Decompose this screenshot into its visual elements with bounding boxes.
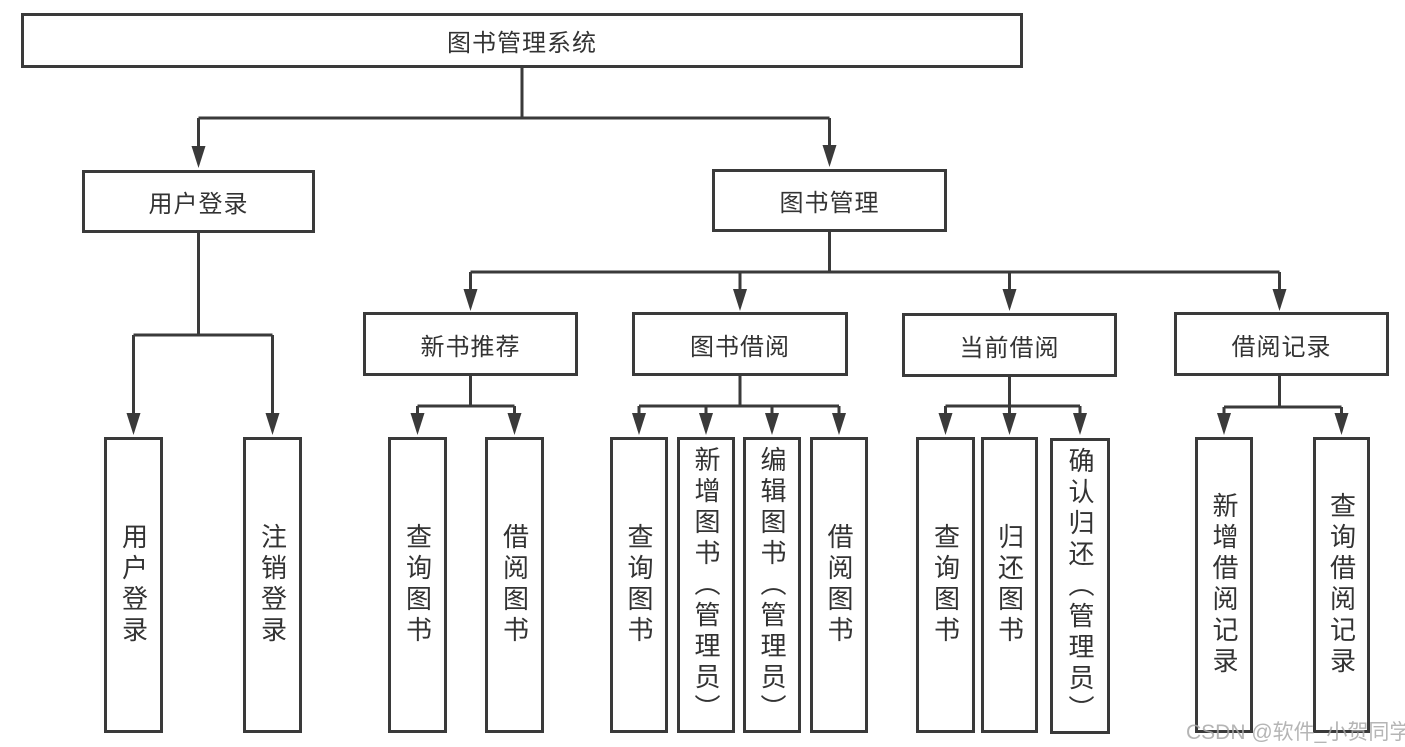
leaf-borrow-books-borrow: 借阅图书 [810, 437, 868, 733]
node-current-borrow: 当前借阅 [902, 313, 1117, 377]
arrowhead-leaf-edit-book-admin [765, 413, 779, 435]
leaf-return-book-label: 归还图书 [994, 523, 1025, 647]
leaf-query-borrow-record: 查询借阅记录 [1313, 437, 1370, 733]
connector-new-book-children [416, 376, 516, 415]
leaf-logout-label: 注销登录 [257, 523, 288, 647]
leaf-query-borrow-record-label: 查询借阅记录 [1326, 492, 1357, 678]
arrowhead-leaf-confirm-return [1073, 413, 1087, 435]
leaf-edit-book-admin-label: 编辑图书（管理员） [757, 445, 787, 725]
arrowhead-borrow-records [1272, 289, 1287, 311]
arrowhead-leaf-query-books-recommend [410, 413, 425, 435]
arrowhead-leaf-add-borrow-record [1217, 413, 1231, 435]
leaf-return-book: 归还图书 [981, 437, 1038, 733]
arrowhead-leaf-add-book-admin [699, 413, 713, 435]
arrowhead-leaf-user-login [126, 413, 141, 435]
leaf-borrow-books-recommend: 借阅图书 [485, 437, 544, 733]
connector-book-borrow-children [637, 376, 841, 415]
leaf-user-login: 用户登录 [104, 437, 163, 733]
node-user-login-label: 用户登录 [148, 191, 249, 218]
csdn-watermark: CSDN @软件_小贺同学 [1186, 721, 1405, 744]
leaf-confirm-return-admin-label: 确认归还（管理员） [1065, 446, 1095, 726]
arrowhead-leaf-logout [265, 413, 280, 435]
leaf-user-login-label: 用户登录 [118, 523, 149, 647]
leaf-query-books-current-label: 查询图书 [930, 523, 961, 647]
arrowhead-leaf-borrow-books-borrow [832, 413, 846, 435]
node-book-borrow-label: 图书借阅 [690, 333, 790, 361]
arrowhead-user-login [191, 146, 206, 168]
node-current-borrow-label: 当前借阅 [959, 334, 1060, 362]
leaf-add-borrow-record-label: 新增借阅记录 [1209, 492, 1239, 678]
leaf-add-borrow-record: 新增借阅记录 [1195, 437, 1253, 733]
leaf-query-books-recommend-label: 查询图书 [402, 523, 433, 647]
leaf-add-book-admin: 新增图书（管理员） [677, 437, 735, 733]
connector-user-login-children [132, 233, 274, 415]
arrowhead-leaf-return-book [1002, 413, 1017, 435]
node-new-book-recommend: 新书推荐 [363, 312, 578, 376]
arrowhead-leaf-query-borrow-record [1334, 413, 1349, 435]
leaf-add-book-admin-label: 新增图书（管理员） [691, 445, 721, 725]
arrowhead-leaf-borrow-books-recommend [507, 413, 522, 435]
node-borrow-records-label: 借阅记录 [1231, 333, 1332, 361]
leaf-query-books-recommend: 查询图书 [388, 437, 447, 733]
arrowhead-current-borrow [1002, 289, 1017, 311]
node-book-borrow: 图书借阅 [632, 312, 848, 376]
leaf-logout: 注销登录 [243, 437, 302, 733]
leaf-borrow-books-recommend-label: 借阅图书 [499, 523, 530, 647]
leaf-confirm-return-admin: 确认归还（管理员） [1050, 438, 1110, 734]
node-new-book-recommend-label: 新书推荐 [420, 333, 521, 361]
leaf-query-books-borrow-label: 查询图书 [624, 523, 654, 647]
connector-borrow-records-children [1222, 376, 1343, 415]
arrowhead-leaf-query-books-borrow [632, 413, 646, 435]
connector-current-borrow-children [944, 377, 1082, 415]
node-book-management: 图书管理 [712, 169, 947, 232]
arrowhead-book-management [822, 145, 837, 167]
arrowhead-new-book-recommend [463, 289, 478, 311]
leaf-query-books-borrow: 查询图书 [610, 437, 668, 733]
arrowhead-leaf-query-books-current [938, 413, 953, 435]
node-root: 图书管理系统 [21, 13, 1023, 68]
node-root-label: 图书管理系统 [447, 30, 597, 57]
node-user-login: 用户登录 [82, 170, 315, 233]
node-book-management-label: 图书管理 [779, 190, 880, 217]
leaf-query-books-current: 查询图书 [916, 437, 975, 733]
arrowhead-book-borrow [733, 289, 747, 311]
node-borrow-records: 借阅记录 [1174, 312, 1389, 376]
connector-book-management-children [469, 232, 1281, 291]
leaf-edit-book-admin: 编辑图书（管理员） [743, 437, 801, 733]
connector-root-to-level2 [197, 68, 831, 148]
leaf-borrow-books-borrow-label: 借阅图书 [824, 523, 854, 647]
